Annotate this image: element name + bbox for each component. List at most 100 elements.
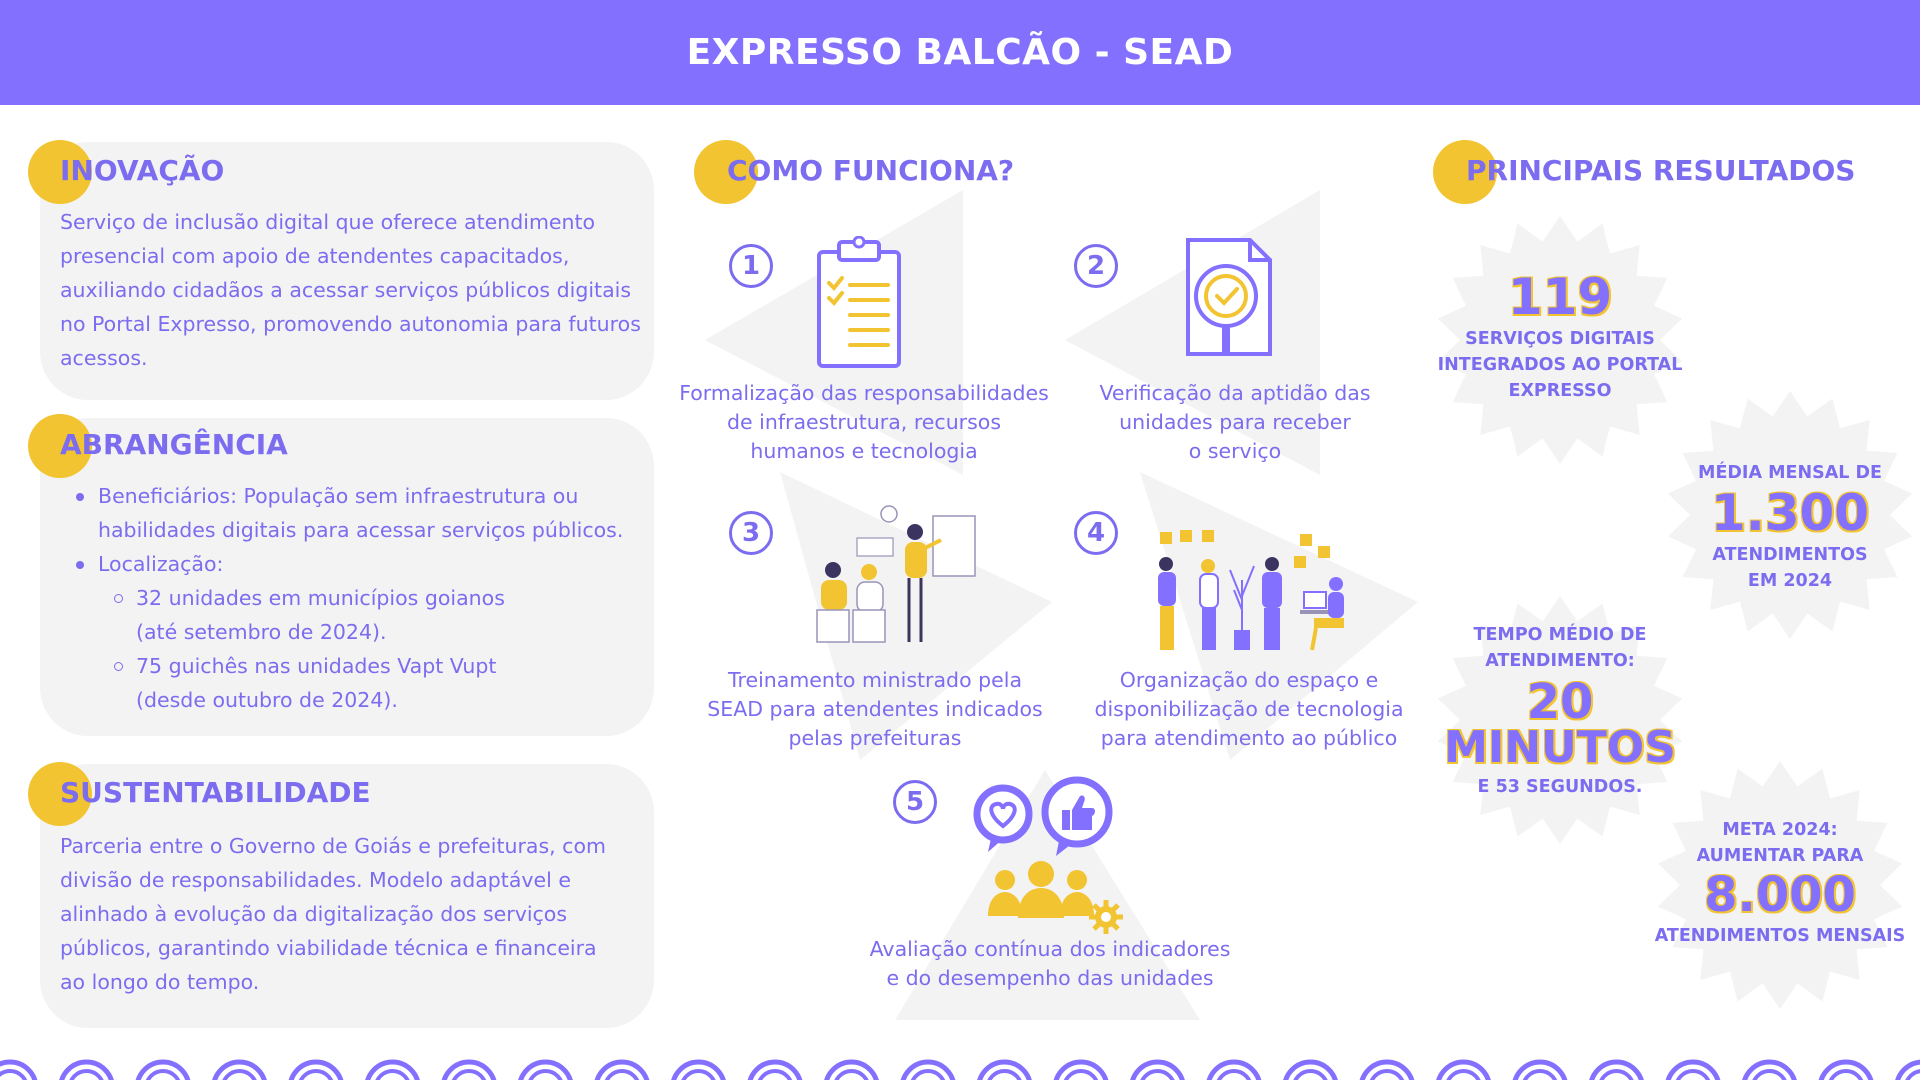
border-ring <box>824 1059 879 1080</box>
text-line: Formalização das responsabilidades <box>679 381 1049 405</box>
border-ring <box>1130 1059 1185 1080</box>
clipboard-checklist-icon <box>817 236 901 368</box>
office-team-illustration <box>1158 530 1344 651</box>
list-item-guiches: 75 guichês nas unidades Vapt Vupt (desde… <box>60 649 660 717</box>
decorative-circle-border <box>0 1059 1920 1080</box>
border-ring <box>375 1069 410 1080</box>
text-line: humanos e tecnologia <box>750 439 978 463</box>
step-number-5: 5 <box>893 780 937 824</box>
document-magnifier-check-icon <box>1186 238 1272 356</box>
border-ring <box>1063 1069 1099 1080</box>
result-media-value: 1.300 <box>1710 484 1870 542</box>
step-caption-1: Formalização das responsabilidades de in… <box>664 379 1064 466</box>
border-ring <box>0 1069 28 1080</box>
result-tempo-unit: MINUTOS <box>1443 722 1677 773</box>
como-funciona-dot <box>694 140 758 204</box>
border-ring <box>1053 1059 1109 1080</box>
border-ring <box>1293 1069 1328 1080</box>
text-line: ATENDIMENTO: <box>1485 651 1635 671</box>
header-bar: EXPRESSO BALCÃO - SEAD <box>0 0 1920 105</box>
text-line: habilidades digitais para acessar serviç… <box>98 518 624 542</box>
step-number-3: 3 <box>729 511 773 555</box>
step-number-2: 2 <box>1074 244 1118 288</box>
border-ring <box>518 1059 573 1080</box>
sustentabilidade-title: SUSTENTABILIDADE <box>60 776 371 809</box>
result-meta-value: 8.000 <box>1703 867 1857 923</box>
border-ring <box>757 1069 793 1080</box>
text-line: TEMPO MÉDIO DE <box>1473 625 1647 645</box>
abrangencia-panel <box>40 418 654 736</box>
border-ring <box>1742 1059 1797 1080</box>
border-ring <box>977 1059 1032 1080</box>
border-ring <box>528 1069 563 1080</box>
border-ring <box>1675 1069 1711 1080</box>
starburst-background <box>1657 761 1903 1009</box>
step-caption-2: Verificação da aptidão das unidades para… <box>1035 379 1435 466</box>
border-ring <box>365 1059 420 1080</box>
border-ring <box>1283 1059 1338 1080</box>
text-line: e do desempenho das unidades <box>886 966 1214 990</box>
text-line: AUMENTAR PARA <box>1696 846 1864 866</box>
resultados-title: PRINCIPAIS RESULTADOS <box>1466 154 1856 187</box>
border-ring <box>604 1069 640 1080</box>
text-line: Organização do espaço e <box>1119 668 1379 692</box>
border-ring <box>135 1059 191 1080</box>
border-ring <box>0 1059 38 1080</box>
border-ring <box>69 1069 104 1080</box>
abrangencia-title: ABRANGÊNCIA <box>60 428 288 461</box>
text-line: EM 2024 <box>1747 571 1833 591</box>
result-media-mensal: MÉDIA MENSAL DE 1.300 ATENDIMENTOS EM 20… <box>1660 460 1920 594</box>
text-line: Parceria entre o Governo de Goiás e pref… <box>60 834 606 858</box>
list-item-localizacao: Localização: <box>60 547 660 581</box>
text-line: presencial com apoio de atendentes capac… <box>60 244 570 268</box>
border-ring <box>1905 1069 1920 1080</box>
resultados-dot <box>1433 140 1497 204</box>
feedback-group-icon <box>973 776 1123 934</box>
text-line: EXPRESSO <box>1508 381 1612 401</box>
border-ring <box>1216 1069 1252 1080</box>
background-triangle <box>780 472 1052 760</box>
border-ring <box>900 1059 956 1080</box>
text-line: (até setembro de 2024). <box>136 620 387 644</box>
text-line: Localização: <box>98 552 224 576</box>
border-ring <box>441 1059 497 1080</box>
text-line: acessos. <box>60 346 148 370</box>
result-servicos: 119 SERVIÇOS DIGITAIS INTEGRADOS AO PORT… <box>1430 271 1690 404</box>
text-line: META 2024: <box>1722 820 1838 840</box>
text-line: de infraestrutura, recursos <box>726 410 1002 434</box>
text-line: ATENDIMENTOS <box>1712 545 1868 565</box>
border-ring <box>1599 1069 1634 1080</box>
border-ring <box>1752 1069 1787 1080</box>
border-ring <box>145 1069 181 1080</box>
text-line: Verificação da aptidão das <box>1099 381 1371 405</box>
starburst-background <box>1437 216 1683 464</box>
text-line: para atendimento ao público <box>1100 726 1398 750</box>
text-line: 32 unidades em municípios goianos <box>136 586 505 610</box>
step-caption-5: Avaliação contínua dos indicadores e do … <box>850 935 1250 993</box>
border-ring <box>1665 1059 1721 1080</box>
border-ring <box>681 1069 716 1080</box>
sustentabilidade-panel <box>40 764 654 1028</box>
border-ring <box>212 1059 267 1080</box>
border-ring <box>1206 1059 1262 1080</box>
border-ring <box>1359 1059 1415 1080</box>
sustentabilidade-text: Parceria entre o Governo de Goiás e pref… <box>60 829 660 999</box>
text-line: no Portal Expresso, promovendo autonomia… <box>60 312 641 336</box>
text-line: públicos, garantindo viabilidade técnica… <box>60 936 597 960</box>
step-number-1: 1 <box>729 244 773 288</box>
border-ring <box>1446 1069 1481 1080</box>
inovacao-panel <box>40 142 654 400</box>
border-ring <box>1436 1059 1491 1080</box>
border-ring <box>671 1059 726 1080</box>
training-illustration <box>816 505 976 643</box>
inovacao-title: INOVAÇÃO <box>60 154 225 187</box>
step-caption-4: Organização do espaço e disponibilização… <box>1049 666 1449 753</box>
text-line: o serviço <box>1188 439 1282 463</box>
starburst-background <box>1667 391 1913 639</box>
como-funciona-title: COMO FUNCIONA? <box>727 154 1015 187</box>
list-item-unidades: 32 unidades em municípios goianos (até s… <box>60 581 660 649</box>
text-line: divisão de responsabilidades. Modelo ada… <box>60 868 571 892</box>
result-meta: META 2024: AUMENTAR PARA 8.000 ATENDIMEN… <box>1650 817 1910 949</box>
border-ring <box>1512 1059 1568 1080</box>
border-ring <box>594 1059 650 1080</box>
